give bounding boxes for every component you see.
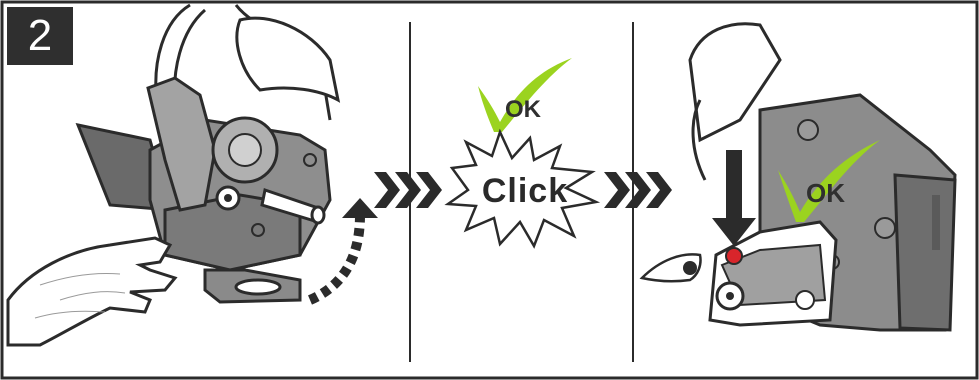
hand: [8, 238, 175, 345]
down-arrow-icon: [712, 150, 756, 246]
step-number-badge: 2: [7, 7, 73, 65]
screw: [875, 218, 895, 238]
housing-side: [895, 175, 955, 330]
red-indicator: [726, 248, 742, 264]
chevrons-left: [374, 172, 442, 208]
chevron-right-icon: [374, 172, 400, 208]
right-panel-device: [642, 24, 955, 330]
click-label: Click: [466, 172, 584, 211]
ok-label: OK: [806, 178, 845, 209]
chevron-right-icon: [604, 172, 630, 208]
seat-shell: [237, 18, 338, 100]
hub-inner: [229, 134, 261, 166]
ok-label: OK: [505, 96, 541, 124]
rotate-arrow-icon: [310, 215, 360, 300]
chevrons-right: [604, 172, 672, 208]
